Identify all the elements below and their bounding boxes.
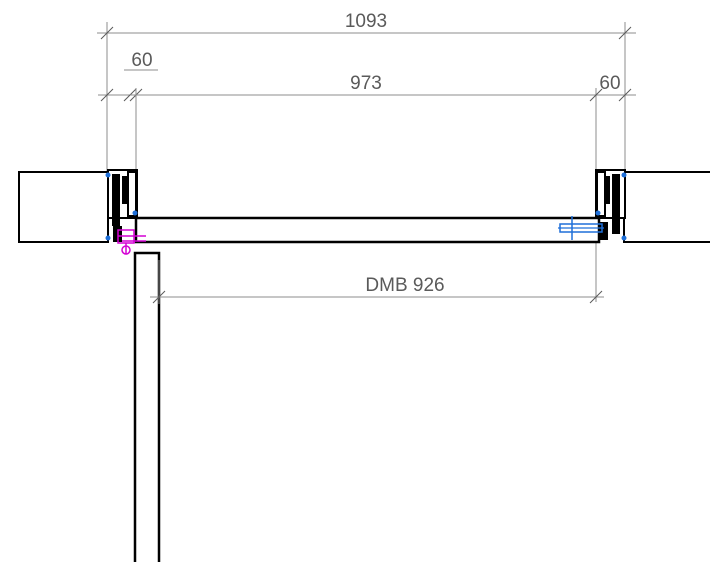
anchor-points (105, 172, 627, 241)
anchor-point (105, 235, 111, 241)
dimension-overall: 1093 (97, 11, 636, 172)
wall-left (18, 171, 109, 243)
anchor-point (105, 172, 111, 178)
door-handle-icon (558, 216, 604, 240)
anchor-point (621, 172, 627, 178)
dimension-frame-right: 60 (599, 73, 620, 94)
dimension-frame-left-label: 60 (131, 50, 152, 71)
dimension-door-leaf: DMB 926 (150, 260, 604, 304)
dimension-overall-label: 1093 (345, 11, 387, 32)
door-leaf-open (133, 251, 161, 562)
hinge-icon (117, 229, 146, 255)
anchor-point (621, 235, 627, 241)
dimension-frame-right-label: 60 (599, 73, 620, 94)
frame-profile-right (595, 169, 626, 242)
dimension-clear-opening: 973 (130, 73, 636, 302)
anchor-point (132, 210, 138, 216)
frame-profile-left (107, 169, 138, 242)
wall-right (623, 171, 710, 243)
anchor-point (595, 210, 601, 216)
door-leaf-closed (134, 216, 601, 244)
dimension-door-leaf-label: DMB 926 (365, 275, 444, 296)
dimension-clear-opening-label: 973 (350, 73, 382, 94)
